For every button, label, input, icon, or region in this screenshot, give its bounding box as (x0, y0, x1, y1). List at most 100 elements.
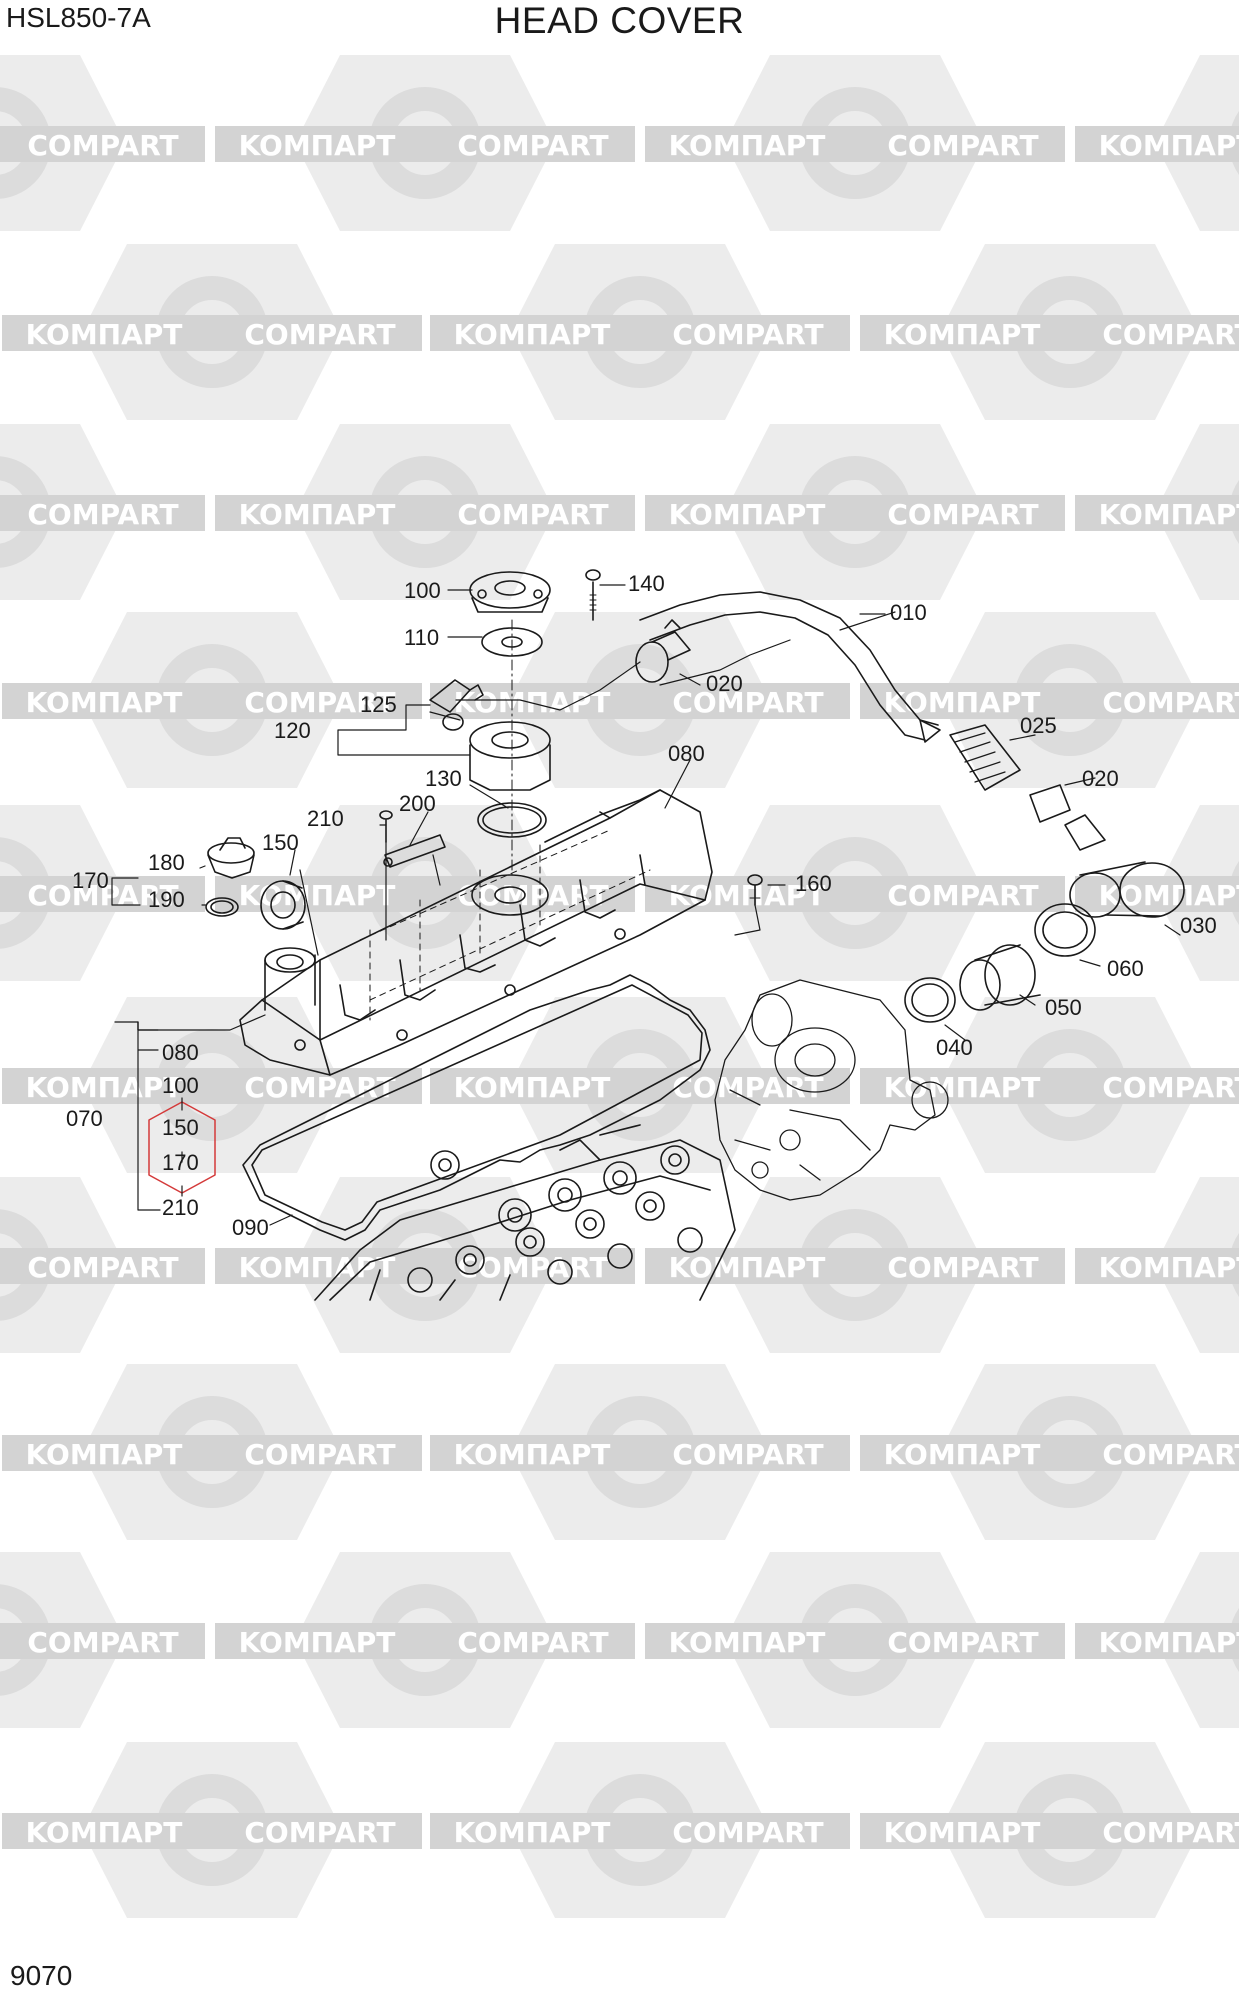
watermark-logo: KOMПАРТ COMPART (1075, 1552, 1239, 1728)
svg-text:KOMПАРТ: KOMПАРТ (884, 1438, 1041, 1471)
svg-text:COMPART: COMPART (887, 879, 1038, 912)
svg-text:KOMПАРТ: KOMПАРТ (239, 129, 396, 162)
gasket (242, 974, 711, 1241)
callout-170-kit[interactable]: 170 (162, 1150, 199, 1175)
callout-125[interactable]: 125 (360, 692, 397, 717)
callout-110[interactable]: 110 (404, 625, 440, 650)
svg-text:COMPART: COMPART (1102, 1816, 1239, 1849)
svg-text:COMPART: COMPART (244, 1071, 395, 1104)
watermark-logo: KOMПАРТ COMPART (1075, 805, 1239, 981)
svg-text:KOMПАРТ: KOMПАРТ (26, 1816, 183, 1849)
callout-040[interactable]: 040 (936, 1035, 973, 1060)
svg-text:KOMПАРТ: KOMПАРТ (669, 879, 826, 912)
callout-170[interactable]: 170 (72, 868, 109, 893)
svg-text:KOMПАРТ: KOMПАРТ (239, 879, 396, 912)
leader-lines (111, 584, 1181, 1226)
svg-text:KOMПАРТ: KOMПАРТ (669, 129, 826, 162)
svg-text:KOMПАРТ: KOMПАРТ (454, 318, 611, 351)
hose-parts (635, 619, 1185, 1023)
svg-text:COMPART: COMPART (244, 318, 395, 351)
model-number: HSL850-7A (6, 2, 151, 33)
svg-text:KOMПАРТ: KOMПАРТ (1099, 1251, 1239, 1284)
svg-text:COMPART: COMPART (672, 318, 823, 351)
callout-100[interactable]: 100 (404, 578, 441, 603)
callout-210[interactable]: 210 (307, 806, 344, 831)
svg-text:KOMПАРТ: KOMПАРТ (239, 1626, 396, 1659)
watermark-logo: KOMПАРТ COMPART (0, 1552, 205, 1728)
callout-010[interactable]: 010 (890, 600, 927, 625)
page-number: 9070 (10, 1960, 73, 1991)
svg-text:COMPART: COMPART (1102, 1438, 1239, 1471)
svg-text:COMPART: COMPART (1102, 686, 1239, 719)
callout-140[interactable]: 140 (628, 571, 665, 596)
callout-120[interactable]: 120 (274, 718, 311, 743)
small-parts (205, 810, 763, 930)
svg-text:KOMПАРТ: KOMПАРТ (239, 1251, 396, 1284)
svg-text:KOMПАРТ: KOMПАРТ (454, 1438, 611, 1471)
watermark-logo: KOMПАРТ COMPART (1075, 55, 1239, 231)
watermark-logo: KOMПАРТ COMPART (430, 1742, 850, 1918)
cylinder-head (314, 1124, 736, 1301)
callout-130[interactable]: 130 (425, 766, 462, 791)
svg-text:COMPART: COMPART (457, 129, 608, 162)
watermark-logo: KOMПАРТ COMPART (0, 55, 205, 231)
callout-060[interactable]: 060 (1107, 956, 1144, 981)
watermark-logo: KOMПАРТ COMPART (860, 612, 1239, 788)
callout-150-kit[interactable]: 150 (162, 1115, 199, 1140)
svg-text:COMPART: COMPART (1102, 318, 1239, 351)
callout-090[interactable]: 090 (232, 1215, 269, 1240)
svg-text:COMPART: COMPART (887, 129, 1038, 162)
svg-text:KOMПАРТ: KOMПАРТ (239, 498, 396, 531)
callout-020-lower[interactable]: 020 (1082, 766, 1119, 791)
svg-text:COMPART: COMPART (1102, 1071, 1239, 1104)
svg-text:COMPART: COMPART (244, 686, 395, 719)
watermark-logo: KOMПАРТ COMPART (2, 997, 422, 1173)
svg-text:KOMПАРТ: KOMПАРТ (669, 498, 826, 531)
watermark-logo: KOMПАРТ COMPART (645, 55, 1065, 231)
callout-190[interactable]: 190 (148, 887, 185, 912)
svg-text:COMPART: COMPART (887, 1626, 1038, 1659)
watermark-logo: KOMПАРТ COMPART (2, 1742, 422, 1918)
watermark-logo: KOMПАРТ COMPART (2, 612, 422, 788)
svg-text:KOMПАРТ: KOMПАРТ (26, 686, 183, 719)
callout-080-kit[interactable]: 080 (162, 1040, 199, 1065)
callout-210-kit[interactable]: 210 (162, 1195, 199, 1220)
callout-070[interactable]: 070 (66, 1106, 103, 1131)
svg-text:COMPART: COMPART (887, 498, 1038, 531)
watermark-logo: KOMПАРТ COMPART (645, 1552, 1065, 1728)
callout-030[interactable]: 030 (1180, 913, 1217, 938)
callout-020-upper[interactable]: 020 (706, 671, 743, 696)
svg-text:KOMПАРТ: KOMПАРТ (669, 1251, 826, 1284)
callout-180[interactable]: 180 (148, 850, 185, 875)
callout-050[interactable]: 050 (1045, 995, 1082, 1020)
svg-text:KOMПАРТ: KOMПАРТ (884, 686, 1041, 719)
svg-text:KOMПАРТ: KOMПАРТ (884, 1816, 1041, 1849)
svg-text:KOMПАРТ: KOMПАРТ (1099, 498, 1239, 531)
callout-160[interactable]: 160 (795, 871, 832, 896)
watermark-logo: KOMПАРТ COMPART (215, 55, 635, 231)
callout-080[interactable]: 080 (668, 741, 705, 766)
breather-pipe (639, 591, 941, 743)
svg-text:KOMПАРТ: KOMПАРТ (1099, 1626, 1239, 1659)
callout-200[interactable]: 200 (399, 791, 436, 816)
watermark-logo: KOMПАРТ COMPART (215, 1177, 635, 1353)
callout-100-kit[interactable]: 100 (162, 1073, 199, 1098)
svg-text:COMPART: COMPART (457, 1626, 608, 1659)
svg-text:KOMПАРТ: KOMПАРТ (884, 318, 1041, 351)
watermark-logo: KOMПАРТ COMPART (860, 244, 1239, 420)
watermark-logo: KOMПАРТ COMPART (860, 1364, 1239, 1540)
svg-text:COMPART: COMPART (27, 498, 178, 531)
svg-text:COMPART: COMPART (27, 1251, 178, 1284)
watermark-logo: KOMПАРТ COMPART (645, 1177, 1065, 1353)
watermark-logo: KOMПАРТ COMPART (0, 424, 205, 600)
svg-text:KOMПАРТ: KOMПАРТ (26, 318, 183, 351)
watermark-logo: KOMПАРТ COMPART (2, 1364, 422, 1540)
watermark-logo: KOMПАРТ COMPART (645, 805, 1065, 981)
svg-text:COMPART: COMPART (244, 1816, 395, 1849)
svg-text:COMPART: COMPART (887, 1251, 1038, 1284)
svg-text:KOMПАРТ: KOMПАРТ (26, 1438, 183, 1471)
callout-150[interactable]: 150 (262, 830, 299, 855)
callout-025[interactable]: 025 (1020, 713, 1057, 738)
